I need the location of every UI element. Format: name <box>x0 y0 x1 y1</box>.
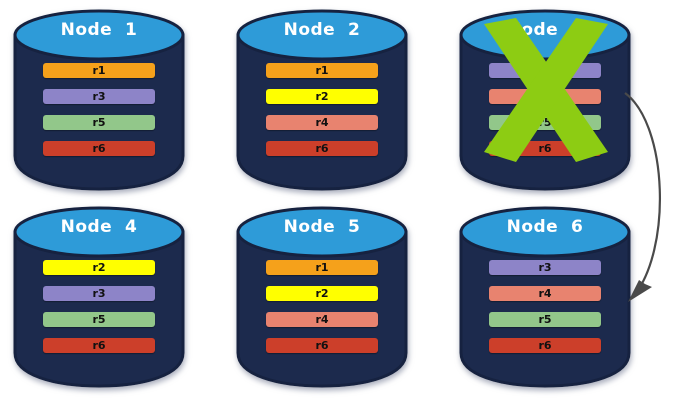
cylinder-top-disc <box>236 9 408 61</box>
record-bar[interactable]: r3 <box>43 89 155 104</box>
record-label: r6 <box>538 339 552 352</box>
record-label: r4 <box>315 313 329 326</box>
record-bar[interactable]: r5 <box>43 312 155 327</box>
record-list: r1 r2 r4 r6 <box>235 260 409 364</box>
record-bar[interactable]: r2 <box>266 286 378 301</box>
record-bar[interactable]: r4 <box>489 89 601 104</box>
record-label: r5 <box>92 313 106 326</box>
record-bar[interactable]: r3 <box>489 260 601 275</box>
record-label: r6 <box>315 339 329 352</box>
record-bar[interactable]: r2 <box>266 89 378 104</box>
record-bar[interactable]: r4 <box>266 312 378 327</box>
record-label: r1 <box>92 64 106 77</box>
record-bar[interactable]: r6 <box>43 141 155 156</box>
record-label: r6 <box>315 142 329 155</box>
record-bar[interactable]: r1 <box>266 63 378 78</box>
record-list: r3 r4 r5 r6 <box>458 63 632 167</box>
cylinder-top-disc <box>13 206 185 258</box>
record-label: r3 <box>92 90 106 103</box>
record-bar[interactable]: r6 <box>489 338 601 353</box>
record-bar[interactable]: r6 <box>43 338 155 353</box>
cylinder-top-disc <box>13 9 185 61</box>
record-label: r1 <box>315 261 329 274</box>
record-label: r3 <box>92 287 106 300</box>
record-bar[interactable]: r6 <box>266 338 378 353</box>
record-bar[interactable]: r5 <box>489 115 601 130</box>
record-list: r1 r2 r4 r6 <box>235 63 409 167</box>
record-label: r2 <box>315 287 329 300</box>
record-label: r6 <box>92 339 106 352</box>
record-bar[interactable]: r4 <box>266 115 378 130</box>
cylinder-top-disc <box>236 206 408 258</box>
record-label: r3 <box>538 261 552 274</box>
record-list: r2 r3 r5 r6 <box>12 260 186 364</box>
record-label: r2 <box>92 261 106 274</box>
record-label: r2 <box>315 90 329 103</box>
record-bar[interactable]: r4 <box>489 286 601 301</box>
record-list: r1 r3 r5 r6 <box>12 63 186 167</box>
record-bar[interactable]: r1 <box>43 63 155 78</box>
record-label: r4 <box>315 116 329 129</box>
record-label: r4 <box>538 90 552 103</box>
record-bar[interactable]: r3 <box>43 286 155 301</box>
record-label: r5 <box>538 116 552 129</box>
record-bar[interactable]: r3 <box>489 63 601 78</box>
record-bar[interactable]: r5 <box>489 312 601 327</box>
record-label: r6 <box>538 142 552 155</box>
record-label: r6 <box>92 142 106 155</box>
record-bar[interactable]: r6 <box>266 141 378 156</box>
record-bar[interactable]: r2 <box>43 260 155 275</box>
record-label: r5 <box>538 313 552 326</box>
record-list: r3 r4 r5 r6 <box>458 260 632 364</box>
record-bar[interactable]: r5 <box>43 115 155 130</box>
record-bar[interactable]: r6 <box>489 141 601 156</box>
record-label: r3 <box>538 64 552 77</box>
record-label: r4 <box>538 287 552 300</box>
record-label: r1 <box>315 64 329 77</box>
cylinder-top-disc <box>459 9 631 61</box>
record-bar[interactable]: r1 <box>266 260 378 275</box>
record-label: r5 <box>92 116 106 129</box>
cylinder-top-disc <box>459 206 631 258</box>
